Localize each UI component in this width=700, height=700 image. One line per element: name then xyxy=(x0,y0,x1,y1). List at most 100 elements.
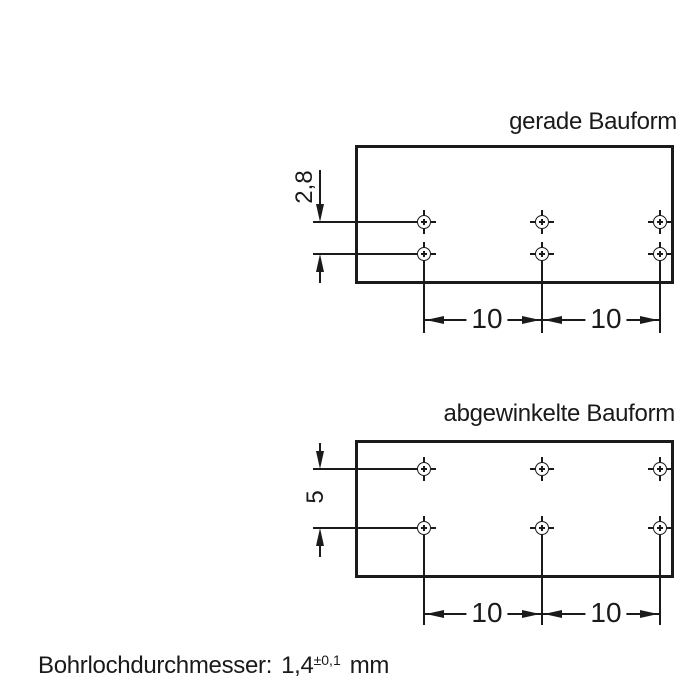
pitch-dimension-label: 10 xyxy=(585,599,627,627)
hole-tick-bottom xyxy=(423,534,425,540)
dimension-arrowhead xyxy=(315,204,324,222)
hole-tick-left xyxy=(648,527,654,529)
extension-line xyxy=(541,266,543,333)
extension-line xyxy=(659,540,661,625)
hole-tick-bottom xyxy=(659,260,661,266)
hole-tick-top xyxy=(659,210,661,216)
hole-tick-right xyxy=(430,468,436,470)
extension-line xyxy=(313,527,416,529)
drill-diameter-unit: mm xyxy=(349,652,390,679)
hole-tick-left xyxy=(412,527,418,529)
hole-tick-top xyxy=(659,457,661,463)
hole-tick-top xyxy=(541,242,543,248)
hole-center-cross xyxy=(659,251,661,257)
drill-diameter-tolerance: ±0,1 xyxy=(313,652,341,668)
hole-tick-right xyxy=(666,253,672,255)
hole-tick-left xyxy=(412,253,418,255)
dimension-arrowhead xyxy=(315,451,324,469)
drill-diameter-label: Bohrlochdurchmesser: xyxy=(38,652,273,679)
dimension-arrowhead xyxy=(640,315,658,324)
vertical-dimension-label-straight: 2,8 xyxy=(291,170,318,204)
hole-tick-right xyxy=(548,468,554,470)
hole-tick-right xyxy=(548,527,554,529)
hole-tick-right xyxy=(666,527,672,529)
hole-tick-top xyxy=(541,516,543,522)
dimension-arrowhead xyxy=(426,609,444,618)
drill-hole-marker xyxy=(412,242,436,266)
dimension-arrowhead xyxy=(522,609,540,618)
dimension-line xyxy=(319,443,321,451)
hole-tick-right xyxy=(548,221,554,223)
hole-tick-left xyxy=(530,468,536,470)
hole-tick-bottom xyxy=(541,534,543,540)
dimension-line xyxy=(319,272,321,283)
hole-tick-top xyxy=(423,516,425,522)
hole-tick-left xyxy=(648,253,654,255)
hole-tick-top xyxy=(659,516,661,522)
extension-line xyxy=(423,266,425,333)
hole-tick-left xyxy=(648,468,654,470)
drill-hole-marker xyxy=(530,516,554,540)
drill-hole-marker xyxy=(412,516,436,540)
dimension-line xyxy=(425,319,659,321)
hole-tick-right xyxy=(430,527,436,529)
dimension-arrowhead xyxy=(426,315,444,324)
hole-center-cross xyxy=(541,219,543,225)
hole-center-cross xyxy=(659,525,661,531)
dimension-line xyxy=(319,546,321,557)
extension-line xyxy=(541,540,543,625)
hole-center-cross xyxy=(659,219,661,225)
hole-tick-right xyxy=(666,221,672,223)
hole-tick-left xyxy=(530,253,536,255)
hole-center-cross xyxy=(541,251,543,257)
hole-tick-right xyxy=(430,221,436,223)
hole-tick-top xyxy=(659,242,661,248)
hole-tick-bottom xyxy=(659,228,661,234)
hole-tick-left xyxy=(530,221,536,223)
extension-line xyxy=(313,253,416,255)
hole-tick-bottom xyxy=(423,228,425,234)
hole-tick-top xyxy=(423,210,425,216)
dimension-line xyxy=(319,170,321,204)
hole-tick-bottom xyxy=(423,260,425,266)
dimension-arrowhead xyxy=(315,528,324,546)
hole-center-cross xyxy=(541,525,543,531)
dimension-arrowhead xyxy=(544,315,562,324)
hole-tick-right xyxy=(548,253,554,255)
hole-tick-bottom xyxy=(541,475,543,481)
drill-diameter-value: 1,4 xyxy=(281,652,314,679)
hole-center-cross xyxy=(423,251,425,257)
housing-outline-rect xyxy=(355,145,674,284)
drill-hole-marker xyxy=(412,210,436,234)
hole-tick-bottom xyxy=(659,475,661,481)
hole-tick-top xyxy=(423,242,425,248)
extension-line xyxy=(313,468,416,470)
drill-hole-marker xyxy=(530,457,554,481)
dimension-arrowhead xyxy=(522,315,540,324)
dimension-line xyxy=(425,613,659,615)
extension-line xyxy=(423,540,425,625)
drill-hole-marker xyxy=(530,242,554,266)
hole-center-cross xyxy=(423,525,425,531)
hole-tick-bottom xyxy=(659,534,661,540)
drill-hole-marker xyxy=(530,210,554,234)
diagram-title-straight: gerade Bauform xyxy=(509,108,677,135)
hole-tick-bottom xyxy=(423,475,425,481)
hole-tick-top xyxy=(541,210,543,216)
hole-center-cross xyxy=(423,219,425,225)
drill-hole-marker xyxy=(648,242,672,266)
drill-diameter-note: Bohrlochdurchmesser: 1,4±0,1 mm xyxy=(38,652,390,681)
hole-tick-top xyxy=(541,457,543,463)
drill-hole-marker xyxy=(648,516,672,540)
diagram-title-angled: abgewinkelte Bauform xyxy=(443,400,676,427)
hole-tick-bottom xyxy=(541,260,543,266)
hole-center-cross xyxy=(423,466,425,472)
hole-tick-right xyxy=(666,468,672,470)
pitch-dimension-label: 10 xyxy=(585,305,627,333)
vertical-dimension-label-angled: 5 xyxy=(302,490,329,504)
extension-line xyxy=(313,221,416,223)
hole-tick-bottom xyxy=(541,228,543,234)
hole-tick-top xyxy=(423,457,425,463)
dimension-arrowhead xyxy=(640,609,658,618)
